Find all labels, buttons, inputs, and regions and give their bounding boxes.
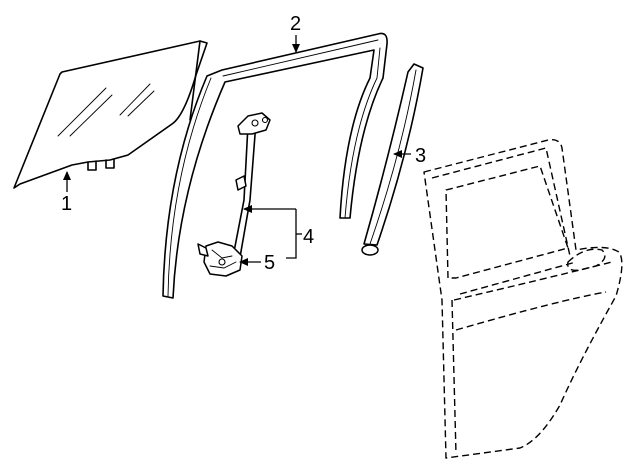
- callout-2: 2: [290, 13, 301, 35]
- glass-run-channel: [162, 32, 388, 299]
- leader-4-bracket: [286, 209, 297, 259]
- callout-1: 1: [61, 193, 72, 215]
- leader-lines: [63, 35, 411, 266]
- callout-4: 4: [303, 226, 314, 248]
- rear-door-shell: [423, 138, 623, 459]
- division-channel: [361, 63, 424, 256]
- callout-5: 5: [264, 252, 275, 274]
- window-regulator: [231, 112, 271, 264]
- callout-3: 3: [415, 145, 426, 167]
- regulator-motor: [197, 241, 243, 277]
- door-glass: [13, 40, 208, 189]
